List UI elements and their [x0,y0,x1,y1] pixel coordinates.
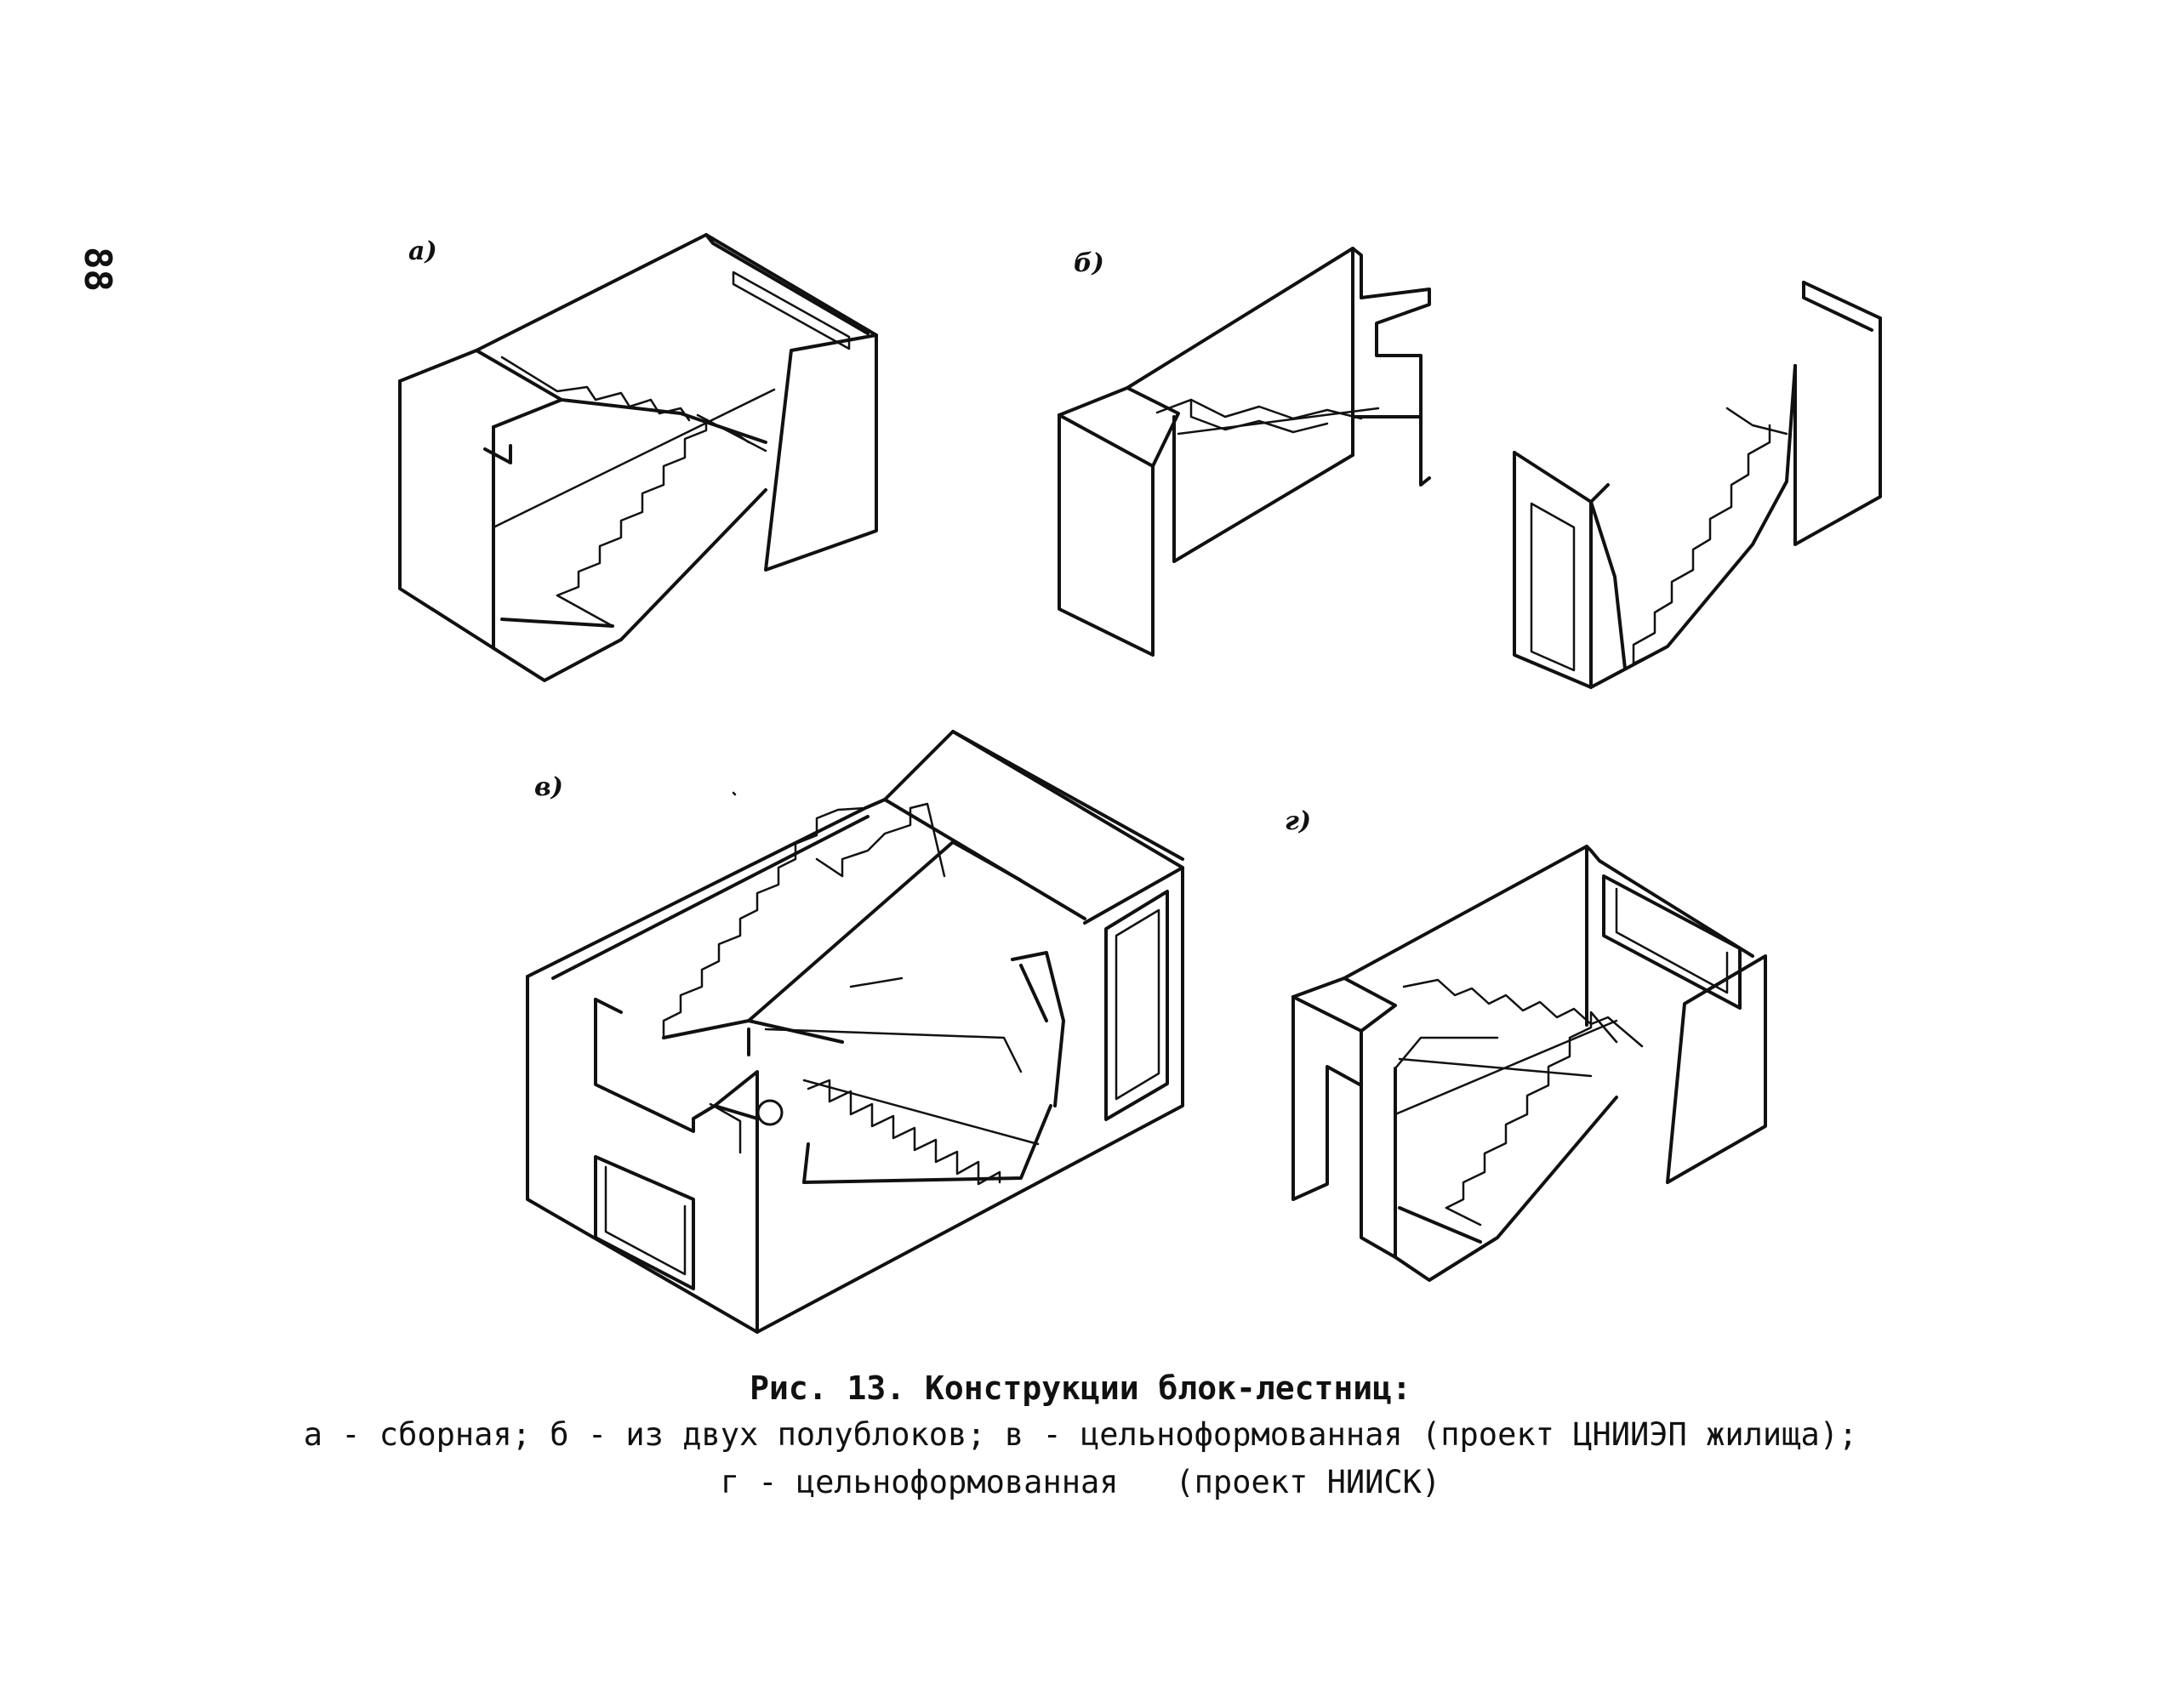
figure-label-a: а) [408,236,437,266]
drawing-b-two-half-blocks [1058,247,1882,689]
caption-line-2: г - цельноформованная (проект НИИСК) [720,1464,1441,1500]
figure-label-v: в) [534,772,563,802]
figure-label-b: б) [1074,248,1104,278]
figure-caption: Рис. 13. Конструкции блок-лестниц: а - с… [0,1365,2161,1506]
drawing-a-prefab-stair-block [398,233,878,682]
caption-line-1: а - сборная; б - из двух полублоков; в -… [303,1416,1858,1453]
drawing-g-monolithic-niisk [1291,845,1767,1282]
caption-title: Рис. 13. Конструкции блок-лестниц: [750,1369,1411,1407]
figure-label-g: г) [1285,806,1312,836]
drawing-v-monolithic-tsniiep [526,730,1184,1334]
speck [732,791,737,796]
